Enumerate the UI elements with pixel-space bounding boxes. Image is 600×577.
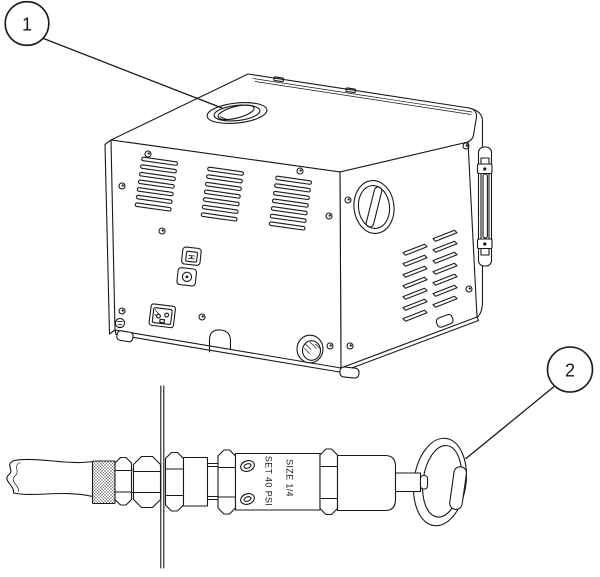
usb-port — [181, 246, 202, 266]
back-panel — [110, 139, 342, 369]
sterilizer-rear-view — [104, 73, 493, 379]
valve-pressure-marking: SET 40 PSI — [264, 456, 274, 506]
connector-rods — [206, 462, 219, 501]
left-edge-strip — [104, 139, 116, 335]
hex-nut-wall-side — [164, 451, 185, 512]
power-inlet — [148, 303, 177, 329]
ground-terminal — [114, 317, 126, 329]
callout-1-number: 1 — [22, 15, 32, 35]
lid-seam — [252, 76, 473, 115]
foot — [339, 366, 360, 379]
hex-nut-body-left — [217, 449, 237, 515]
pull-ring — [412, 437, 468, 527]
callout-2-bubble — [546, 346, 594, 393]
front-edge-strip — [468, 107, 484, 318]
mounting-panel-line — [160, 385, 165, 569]
door-hinge — [476, 146, 493, 267]
valve-body: SET 40 PSI SIZE 1/4 — [234, 452, 321, 511]
feet — [116, 313, 454, 379]
lid-port — [206, 102, 268, 124]
callout-2: 2 — [546, 346, 594, 393]
foot — [435, 313, 454, 328]
hose — [6, 458, 94, 498]
valve-end-cap — [336, 454, 397, 512]
valve-neck — [182, 456, 209, 507]
foot — [116, 330, 134, 343]
drain-hole — [296, 334, 324, 364]
valve-stem — [394, 472, 429, 493]
callout-1: 1 — [4, 0, 223, 109]
callout-1-bubble — [4, 0, 50, 47]
callout-2-number: 2 — [565, 361, 575, 381]
cable-cutout — [208, 329, 232, 353]
collar-nut — [114, 456, 135, 506]
air-filter-knob — [353, 180, 395, 234]
rear-ports — [176, 246, 202, 287]
leader-line-2 — [465, 386, 555, 460]
valve-size-marking: SIZE 1/4 — [285, 459, 295, 497]
knurled-ferrule — [91, 460, 116, 505]
leader-line-1 — [42, 37, 223, 109]
relief-valve-assembly: SET 40 PSI SIZE 1/4 — [6, 385, 555, 569]
hex-nut-body-right — [319, 448, 339, 516]
hex-nut-hose-side — [132, 455, 162, 509]
